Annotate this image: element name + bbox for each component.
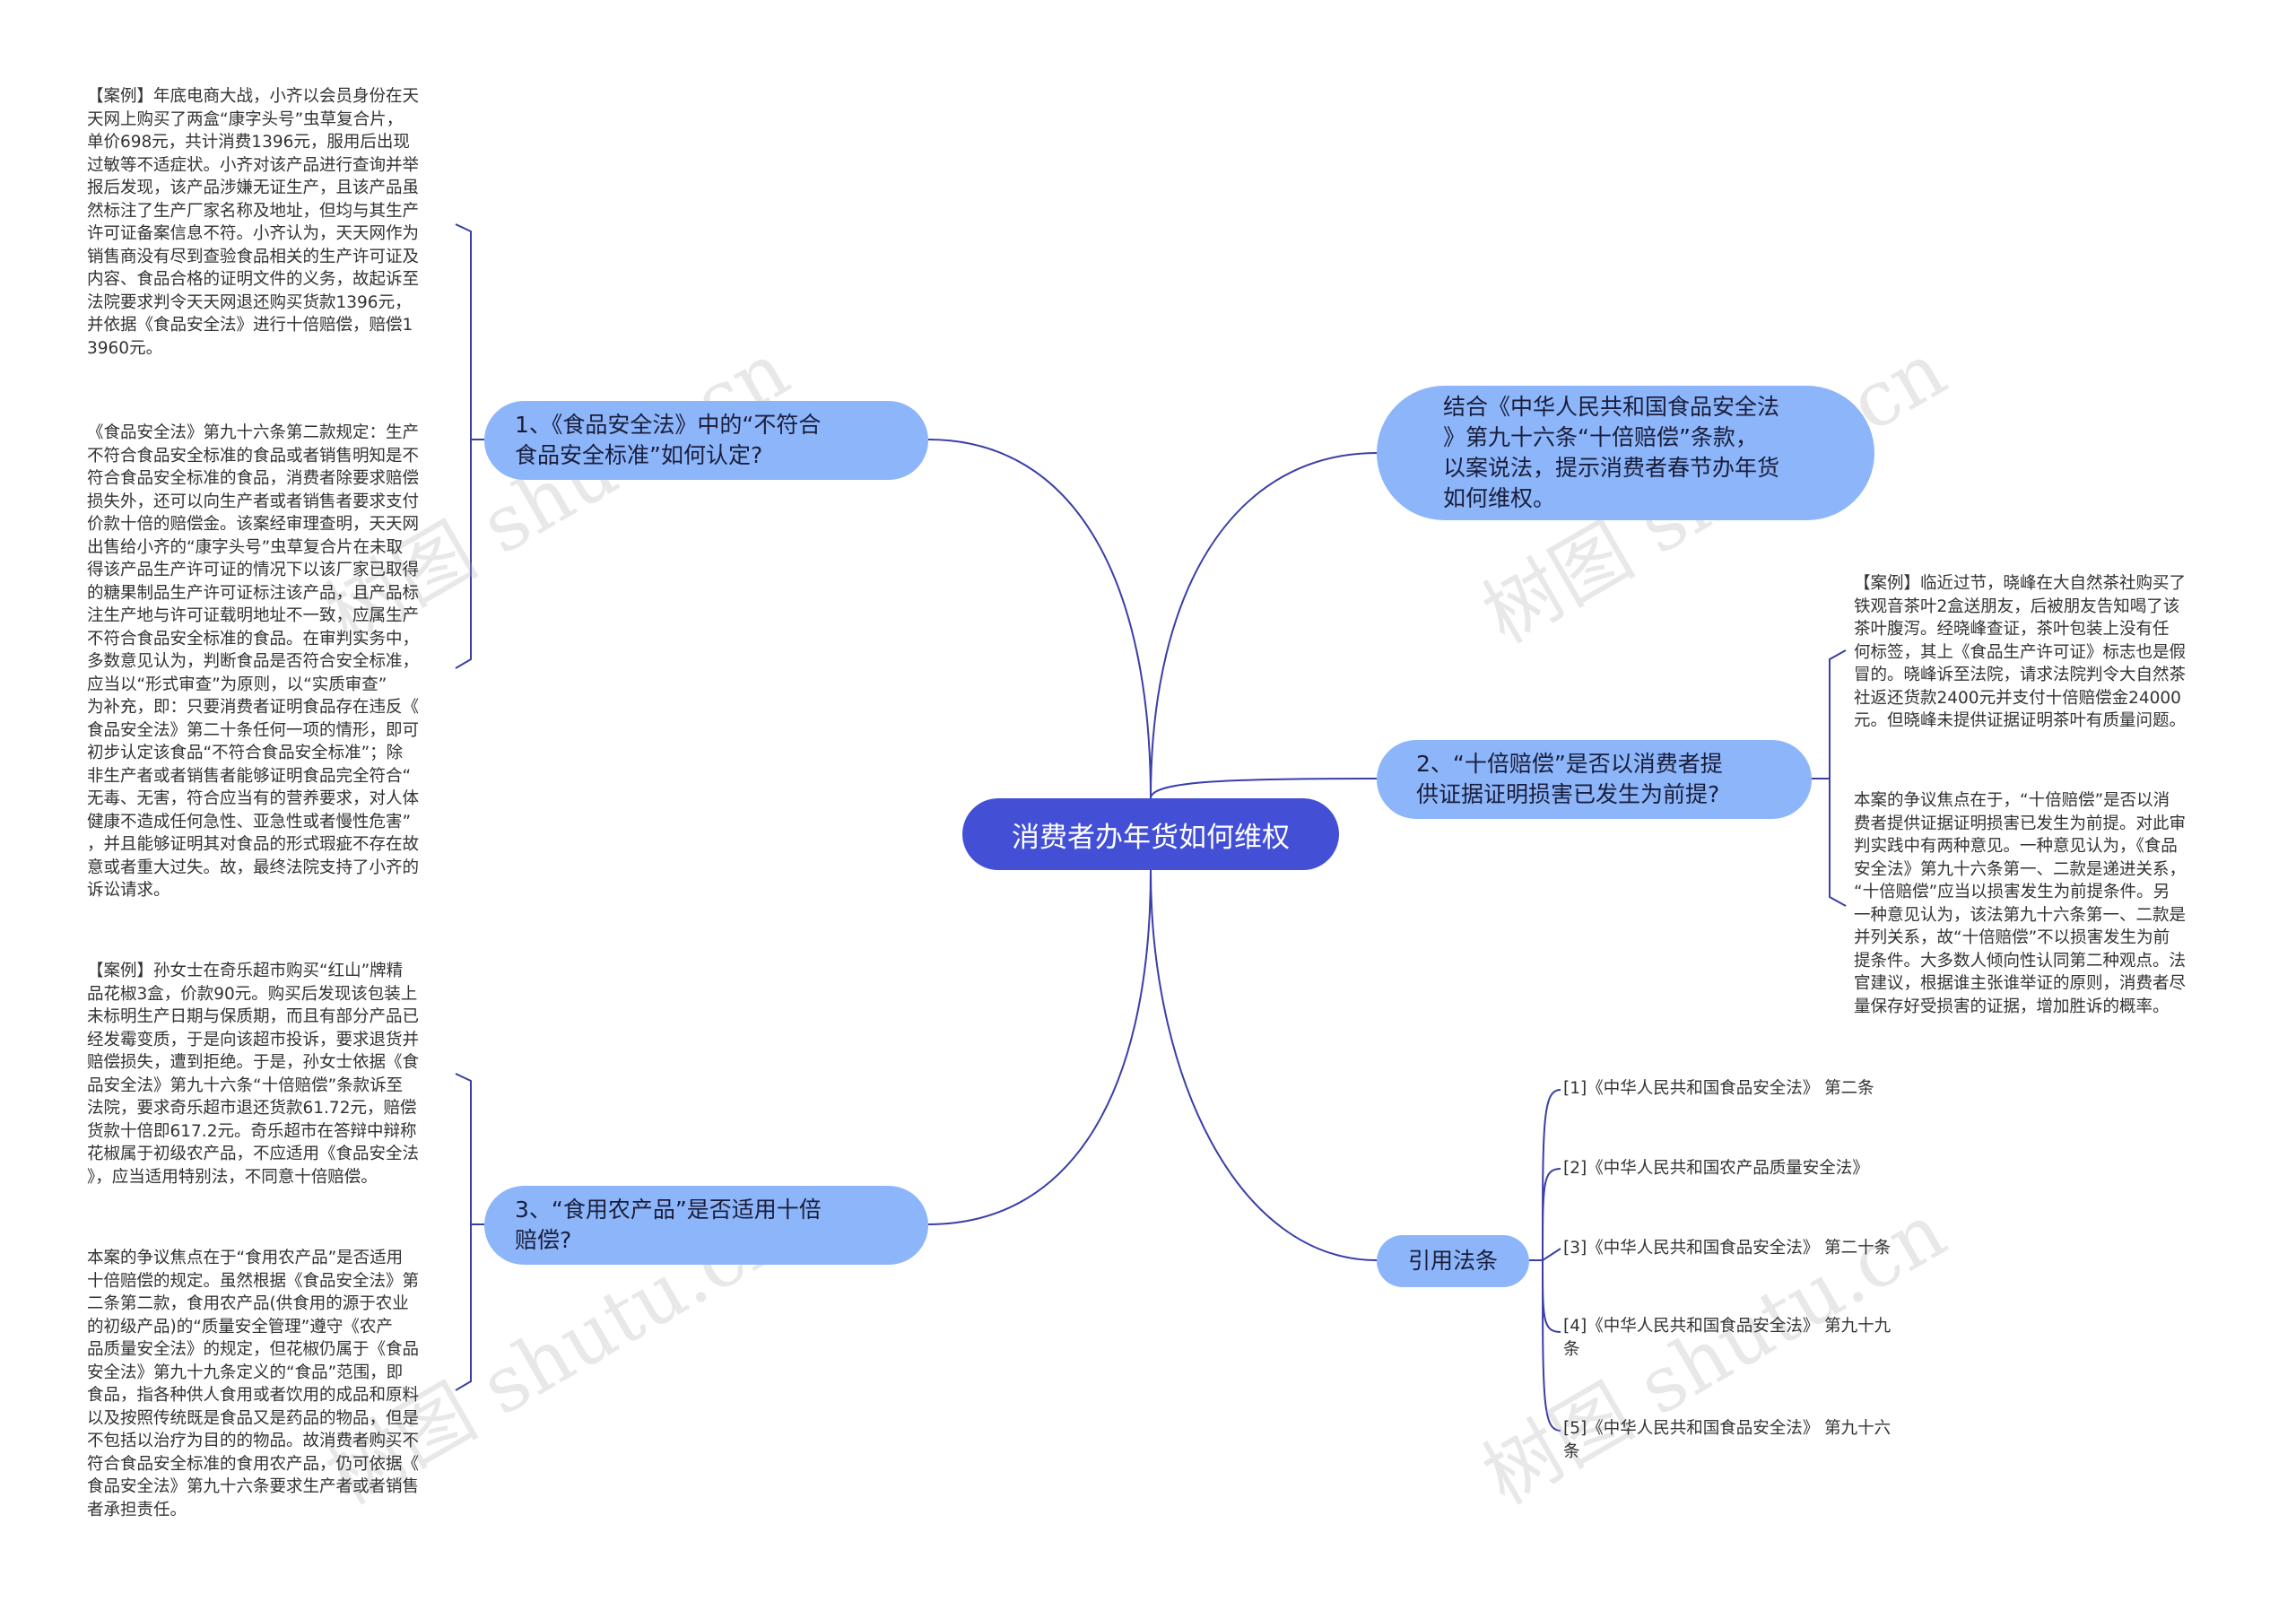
link-root-branch-3 [927,869,1152,1225]
branch-2-node[interactable]: 2、“十倍赔偿”是否以消费者提 供证据证明损害已发生为前提? [1377,740,1812,819]
branch-2-leaf-analysis: 本案的争议焦点在于，“十倍赔偿”是否以消 费者提供证据证明损害已发生为前提。对此… [1854,791,2187,1016]
branch-1-leaf-analysis: 《食品安全法》第九十六条第二款规定：生产 不符合食品安全标准的食品或者销售明知是… [87,423,420,900]
branch-3-leaf-case: 【案例】孙女士在奇乐超市购买“红山”牌精 品花椒3盒，价款90元。购买后发现该包… [87,962,420,1187]
link-root-branch-1 [927,439,1152,799]
branch-refs-node[interactable]: 引用法条 [1377,1235,1529,1287]
branch-3-node[interactable]: 3、“食用农产品”是否适用十倍 赔偿? [484,1186,928,1265]
root-topic[interactable]: 消费者办年货如何维权 [962,798,1339,870]
branch-1-leaf-case: 【案例】年底电商大战，小齐以会员身份在天 天网上购买了两盒“康字头号”虫草复合片… [87,87,420,358]
branch-3-leaf-analysis: 本案的争议焦点在于“食用农产品”是否适用 十倍赔偿的规定。虽然根据《食品安全法》… [87,1249,420,1519]
reference-item[interactable]: [4]《中华人民共和国食品安全法》 第九十九 条 [1563,1317,1892,1359]
reference-item[interactable]: [3]《中华人民共和国食品安全法》 第二十条 [1563,1239,1892,1258]
branch-2-leaf-case: 【案例】临近过节，晓峰在大自然茶社购买了 铁观音茶叶2盒送朋友，后被朋友告知喝了… [1854,574,2187,730]
branch-intro-node[interactable]: 结合《中华人民共和国食品安全法 》第九十六条“十倍赔偿”条款， 以案说法，提示消… [1377,386,1874,520]
reference-item[interactable]: [1]《中华人民共和国食品安全法》 第二条 [1563,1079,1874,1098]
reference-item[interactable]: [2]《中华人民共和国农产品质量安全法》 [1563,1159,1869,1178]
link-root-branch-2 [1150,778,1378,799]
link-root-branch-refs [1150,869,1378,1261]
link-root-branch-intro [1150,452,1378,799]
branch-1-node[interactable]: 1、《食品安全法》中的“不符合 食品安全标准”如何认定? [484,401,928,480]
reference-item[interactable]: [5]《中华人民共和国食品安全法》 第九十六 条 [1563,1419,1892,1461]
